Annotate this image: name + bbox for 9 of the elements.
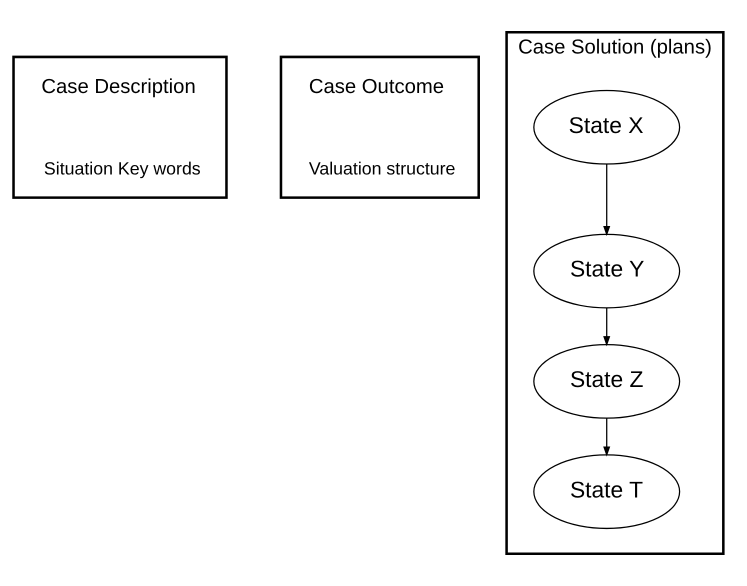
node-box: Case Description Situation Key words bbox=[12, 56, 228, 199]
node-box: Case Outcome Valuation structure bbox=[280, 56, 480, 199]
node-ellipse: State T bbox=[533, 454, 680, 530]
arrow bbox=[603, 418, 610, 457]
node-ellipse: State Z bbox=[533, 344, 680, 419]
node-ellipse: State X bbox=[533, 90, 680, 165]
node-ellipse: State Y bbox=[533, 234, 680, 309]
arrow bbox=[603, 164, 610, 236]
arrow bbox=[603, 308, 610, 346]
